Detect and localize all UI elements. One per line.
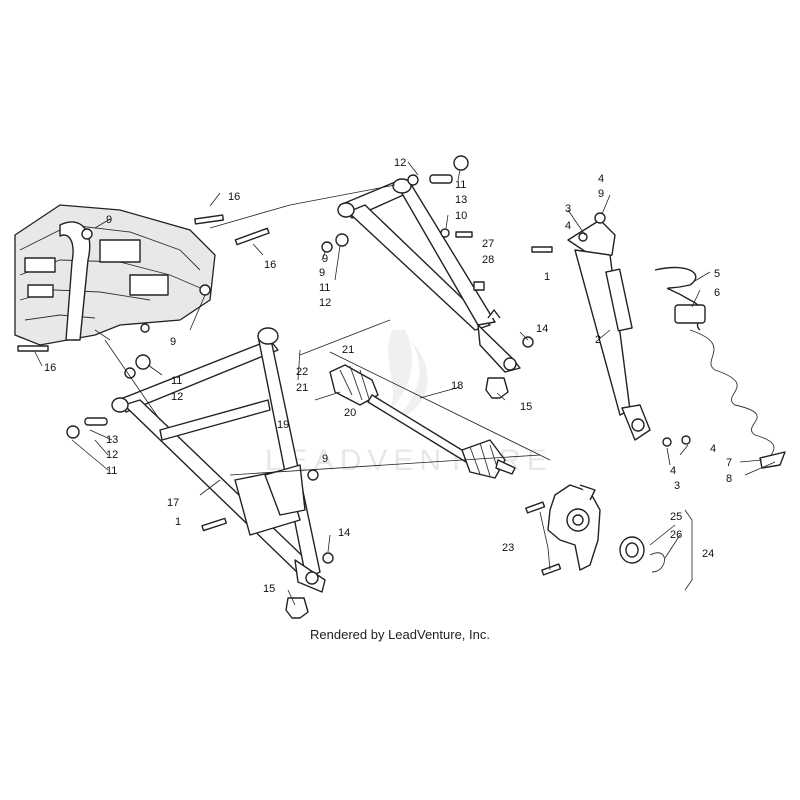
callout-label: 23 bbox=[502, 542, 514, 554]
callout-label: 7 bbox=[726, 457, 732, 469]
callout-label: 12 bbox=[319, 297, 331, 309]
callout-label: 14 bbox=[338, 527, 350, 539]
steering-knuckle bbox=[547, 484, 601, 571]
callout-label: 4 bbox=[565, 220, 571, 232]
callout-label: 3 bbox=[674, 480, 680, 492]
callout-label: 26 bbox=[670, 529, 682, 541]
coil-spring bbox=[654, 266, 786, 469]
callout-label: 8 bbox=[726, 473, 732, 485]
callout-label: 13 bbox=[455, 194, 467, 206]
callout-label: 22 bbox=[296, 366, 308, 378]
callout-label: 20 bbox=[344, 407, 356, 419]
callout-label: 25 bbox=[670, 511, 682, 523]
callout-label: 13 bbox=[106, 434, 118, 446]
callout-label: 6 bbox=[714, 287, 720, 299]
callout-label: 16 bbox=[44, 362, 56, 374]
callout-label: 28 bbox=[482, 254, 494, 266]
hardware bbox=[17, 155, 691, 619]
callout-label: 11 bbox=[106, 465, 117, 477]
callout-label: 5 bbox=[714, 268, 720, 280]
callout-label: 16 bbox=[264, 259, 276, 271]
callout-label: 16 bbox=[228, 191, 240, 203]
callout-label: 9 bbox=[322, 253, 328, 265]
callout-label: 19 bbox=[277, 419, 289, 431]
callout-label: 21 bbox=[342, 344, 354, 356]
leader-lines bbox=[34, 161, 776, 606]
callout-label: 11 bbox=[171, 375, 182, 387]
callout-label: 24 bbox=[702, 548, 714, 560]
callout-label: 11 bbox=[319, 282, 330, 294]
callout-label: 9 bbox=[322, 453, 328, 465]
callout-label: 27 bbox=[482, 238, 494, 250]
callout-label: 4 bbox=[670, 465, 676, 477]
callout-label: 2 bbox=[595, 334, 601, 346]
frame-assembly bbox=[14, 204, 216, 346]
callout-label: 4 bbox=[710, 443, 716, 455]
callout-numbers: 16 9 16 9 16 9 12 11 13 10 27 28 9 11 12… bbox=[44, 157, 732, 595]
callout-label: 11 bbox=[455, 179, 466, 191]
callout-label: 14 bbox=[536, 323, 548, 335]
callout-label: 1 bbox=[175, 516, 181, 528]
upper-a-arm bbox=[337, 178, 521, 373]
callout-label: 4 bbox=[598, 173, 604, 185]
callout-label: 12 bbox=[394, 157, 406, 169]
callout-label: 9 bbox=[106, 214, 112, 226]
callout-label: 12 bbox=[106, 449, 118, 461]
lower-a-arm bbox=[111, 327, 326, 593]
render-credit-caption: Rendered by LeadVenture, Inc. bbox=[310, 627, 490, 642]
callout-label: 3 bbox=[565, 203, 571, 215]
callout-label: 10 bbox=[455, 210, 467, 222]
callout-label: 21 bbox=[296, 382, 308, 394]
callout-label: 17 bbox=[167, 497, 179, 509]
callout-label: 15 bbox=[520, 401, 532, 413]
callout-label: 9 bbox=[598, 188, 604, 200]
callout-label: 15 bbox=[263, 583, 275, 595]
callout-label: 12 bbox=[171, 391, 183, 403]
callout-label: 9 bbox=[170, 336, 176, 348]
bearing-group bbox=[619, 536, 665, 573]
callout-label: 18 bbox=[451, 380, 463, 392]
callout-label: 9 bbox=[319, 267, 325, 279]
callout-label: 1 bbox=[544, 271, 550, 283]
shock-absorber bbox=[567, 219, 651, 441]
